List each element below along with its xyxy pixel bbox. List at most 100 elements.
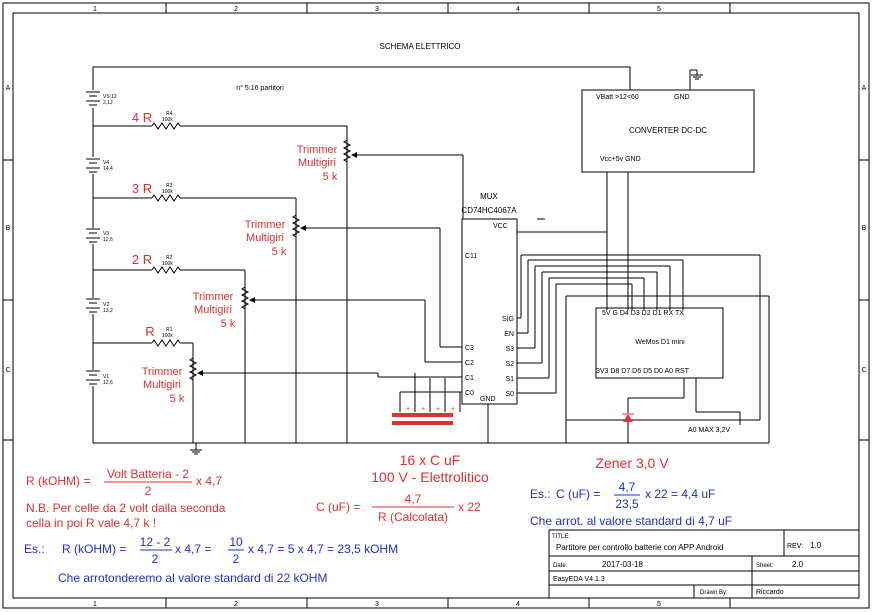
divider-network bbox=[93, 122, 463, 443]
formula-es-tail: x 4,7 = 5 x 4,7 = 23,5 kOHM bbox=[248, 542, 398, 556]
trimmer-3-l3: 5 k bbox=[272, 246, 287, 258]
formula-es-label: Es.: bbox=[24, 542, 45, 556]
battery-v2-symbol bbox=[86, 298, 100, 313]
battery-v3-symbol bbox=[86, 228, 100, 243]
formula-r-num: Volt Batteria - 2 bbox=[107, 467, 189, 481]
tb-drawn: Riccardo bbox=[756, 589, 784, 596]
tb-sheet-label: Sheet: bbox=[756, 563, 774, 569]
trimmer-2-l1: Trimmer bbox=[193, 291, 234, 303]
mux-pin-c0: C0 bbox=[465, 390, 474, 397]
trimmer-4-l1: Trimmer bbox=[297, 144, 338, 156]
mux-gnd: GND bbox=[480, 396, 496, 403]
svg-text:+: + bbox=[451, 406, 455, 413]
capacitor-2: + bbox=[407, 406, 425, 425]
formula-r-den: 2 bbox=[145, 484, 152, 498]
mux-name: MUX bbox=[480, 192, 498, 201]
formula-r-lhs: R (kOHM) = bbox=[26, 474, 90, 488]
trimmer-2-l3: 5 k bbox=[221, 318, 236, 330]
col-4: 4 bbox=[516, 6, 520, 13]
mux-pin-s0: S0 bbox=[505, 391, 514, 398]
formula-c-es-num: 4,7 bbox=[619, 480, 636, 494]
resistor-r2-val: 100k bbox=[162, 261, 173, 267]
formula-c-lhs: C (uF) = bbox=[316, 500, 360, 514]
formula-c-den: R (Calcolata) bbox=[378, 510, 448, 524]
zener-label: Zener 3,0 V bbox=[595, 455, 669, 471]
battery-v4-val: 14,4 bbox=[103, 166, 113, 172]
battery-stack: VS:12 2,12 V4 14,4 V3 12,6 V2 13,2 V1 12… bbox=[86, 66, 631, 444]
formula-es-d2: 2 bbox=[233, 552, 240, 566]
capacitor-bank bbox=[399, 373, 461, 412]
svg-text:+: + bbox=[436, 406, 440, 413]
resistor-r3-ref: R3 bbox=[166, 183, 173, 189]
mux-vcc: VCC bbox=[493, 223, 508, 230]
formula-c-num: 4,7 bbox=[405, 492, 422, 506]
mux-pin-s3: S3 bbox=[505, 346, 514, 353]
converter-in-label: VBatt >12<60 bbox=[596, 94, 639, 101]
col-4-bottom: 4 bbox=[516, 601, 520, 608]
resistor-r4-ref: R4 bbox=[166, 111, 173, 117]
battery-vs12-symbol bbox=[86, 91, 100, 106]
tb-tool: EasyEDA V4.1.3 bbox=[553, 576, 605, 583]
mux-pin-c1: C1 bbox=[465, 375, 474, 382]
row-b: B bbox=[6, 225, 11, 232]
tb-title: Partitore per controllo batterie con APP… bbox=[556, 543, 724, 552]
title-block bbox=[548, 529, 860, 599]
battery-v1-ref: V1 bbox=[103, 374, 109, 380]
col-3: 3 bbox=[375, 6, 379, 13]
resistor-r2-label: 2 R bbox=[132, 252, 152, 267]
battery-v1-val: 12,6 bbox=[103, 380, 113, 386]
resistor-r3-label: 3 R bbox=[132, 181, 152, 196]
formula-es-d1: 2 bbox=[152, 552, 159, 566]
converter-out-label: Vcc+5v GND bbox=[600, 156, 641, 163]
resistor-r2-ref: R2 bbox=[166, 255, 173, 261]
sheet-title: SCHEMA ELETTRICO bbox=[380, 42, 461, 51]
battery-v3-ref: V3 bbox=[103, 231, 109, 237]
battery-vs12-ref: VS:12 bbox=[103, 94, 117, 100]
trimmer-1-l1: Trimmer bbox=[142, 366, 183, 378]
formula-c-es-rhs: x 22 = 4,4 uF bbox=[645, 487, 715, 501]
formula-c-es-lhs: C (uF) = bbox=[556, 487, 600, 501]
formula-c: C (uF) = 4,7 R (Calcolata) x 22 bbox=[316, 492, 481, 524]
formula-c-es-den: 23,5 bbox=[615, 497, 639, 511]
formula-es-n1: 12 - 2 bbox=[140, 535, 171, 549]
row-c-right: C bbox=[861, 367, 866, 374]
mux-pin-c3: C3 bbox=[465, 345, 474, 352]
formula-c-es-label: Es.: bbox=[530, 487, 551, 501]
tb-date-label: Date: bbox=[553, 563, 568, 569]
caps-line2: 100 V - Elettrolitico bbox=[371, 469, 489, 485]
svg-text:+: + bbox=[421, 406, 425, 413]
battery-v2-val: 13,2 bbox=[103, 308, 113, 314]
wemos-bottom-pins: 3V3 D8 D7 D6 D5 D0 A0 RST bbox=[596, 368, 690, 375]
resistor-r3-val: 100k bbox=[162, 189, 173, 195]
svg-text:+: + bbox=[406, 406, 410, 413]
row-a: A bbox=[6, 85, 11, 92]
trimmer-3-l2: Multigiri bbox=[246, 232, 284, 244]
zener-diode bbox=[622, 398, 634, 443]
battery-v3-val: 12,6 bbox=[103, 237, 113, 243]
mux-pin-s1: S1 bbox=[505, 376, 514, 383]
resistor-r4-label: 4 R bbox=[132, 110, 152, 125]
formula-example-r: Es.: R (kOHM) = 12 - 2 2 x 4,7 = 10 2 x … bbox=[24, 535, 398, 566]
formula-c-rhs: x 22 bbox=[458, 500, 481, 514]
wemos-a0-note: A0 MAX 3,2V bbox=[688, 427, 730, 434]
wemos-board bbox=[488, 295, 770, 444]
tb-rev-label: REV: bbox=[787, 543, 803, 550]
wemos-name: WeMos D1 mini bbox=[635, 339, 685, 346]
col-5-bottom: 5 bbox=[657, 601, 661, 608]
trimmer-4-l3: 5 k bbox=[323, 171, 338, 183]
formula-es-lhs: R (kOHM) = bbox=[62, 542, 126, 556]
mux-c11: C11 bbox=[465, 253, 477, 260]
trimmer-4-l2: Multigiri bbox=[298, 157, 336, 169]
resistor-r1-val: 100k bbox=[162, 333, 173, 339]
tb-drawn-label: Drawn By: bbox=[700, 590, 728, 596]
trimmer-1-l2: Multigiri bbox=[143, 379, 181, 391]
resistor-r1-ref: R1 bbox=[166, 327, 173, 333]
formula-es-mid: x 4,7 = bbox=[175, 542, 211, 556]
battery-v4-ref: V4 bbox=[103, 160, 109, 166]
formula-es-note: Che arrotonderemo al valore standard di … bbox=[58, 571, 327, 585]
formula-r: R (kOHM) = Volt Batteria - 2 2 x 4,7 bbox=[26, 467, 222, 498]
converter-gnd-label: GND bbox=[674, 94, 690, 101]
capacitor-1: + bbox=[392, 406, 410, 425]
